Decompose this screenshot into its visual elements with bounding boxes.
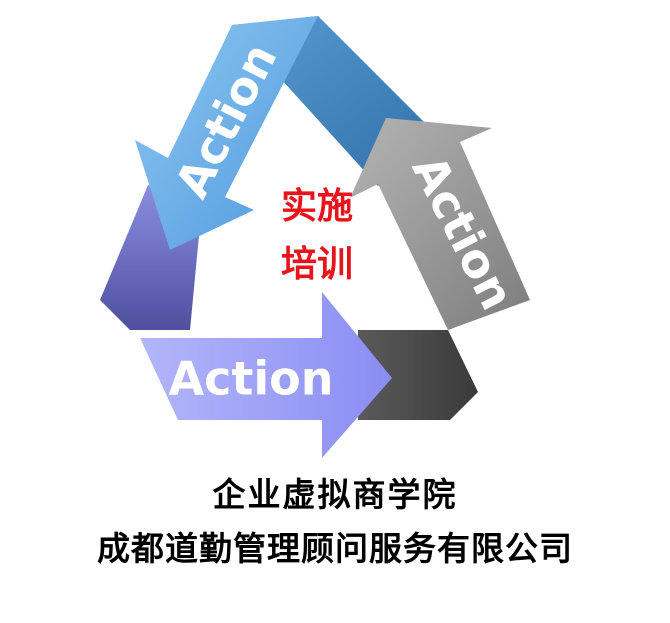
center-text-line1: 实施 <box>281 185 353 227</box>
organization-name-line1: 企业虚拟商学院 <box>212 475 458 514</box>
fold-band-bottom-right <box>358 330 478 420</box>
center-text-line2: 培训 <box>281 243 353 285</box>
arrow-gray: Action <box>350 118 530 330</box>
organization-name-line2: 成都道勤管理顾问服务有限公司 <box>97 529 573 568</box>
recycle-arrows-diagram: Action Action Action 实施 培训 <box>100 16 530 458</box>
arrow-purple-label: Action <box>169 352 334 406</box>
arrow-purple: Action <box>140 292 392 458</box>
center-text: 实施 培训 <box>281 185 353 285</box>
